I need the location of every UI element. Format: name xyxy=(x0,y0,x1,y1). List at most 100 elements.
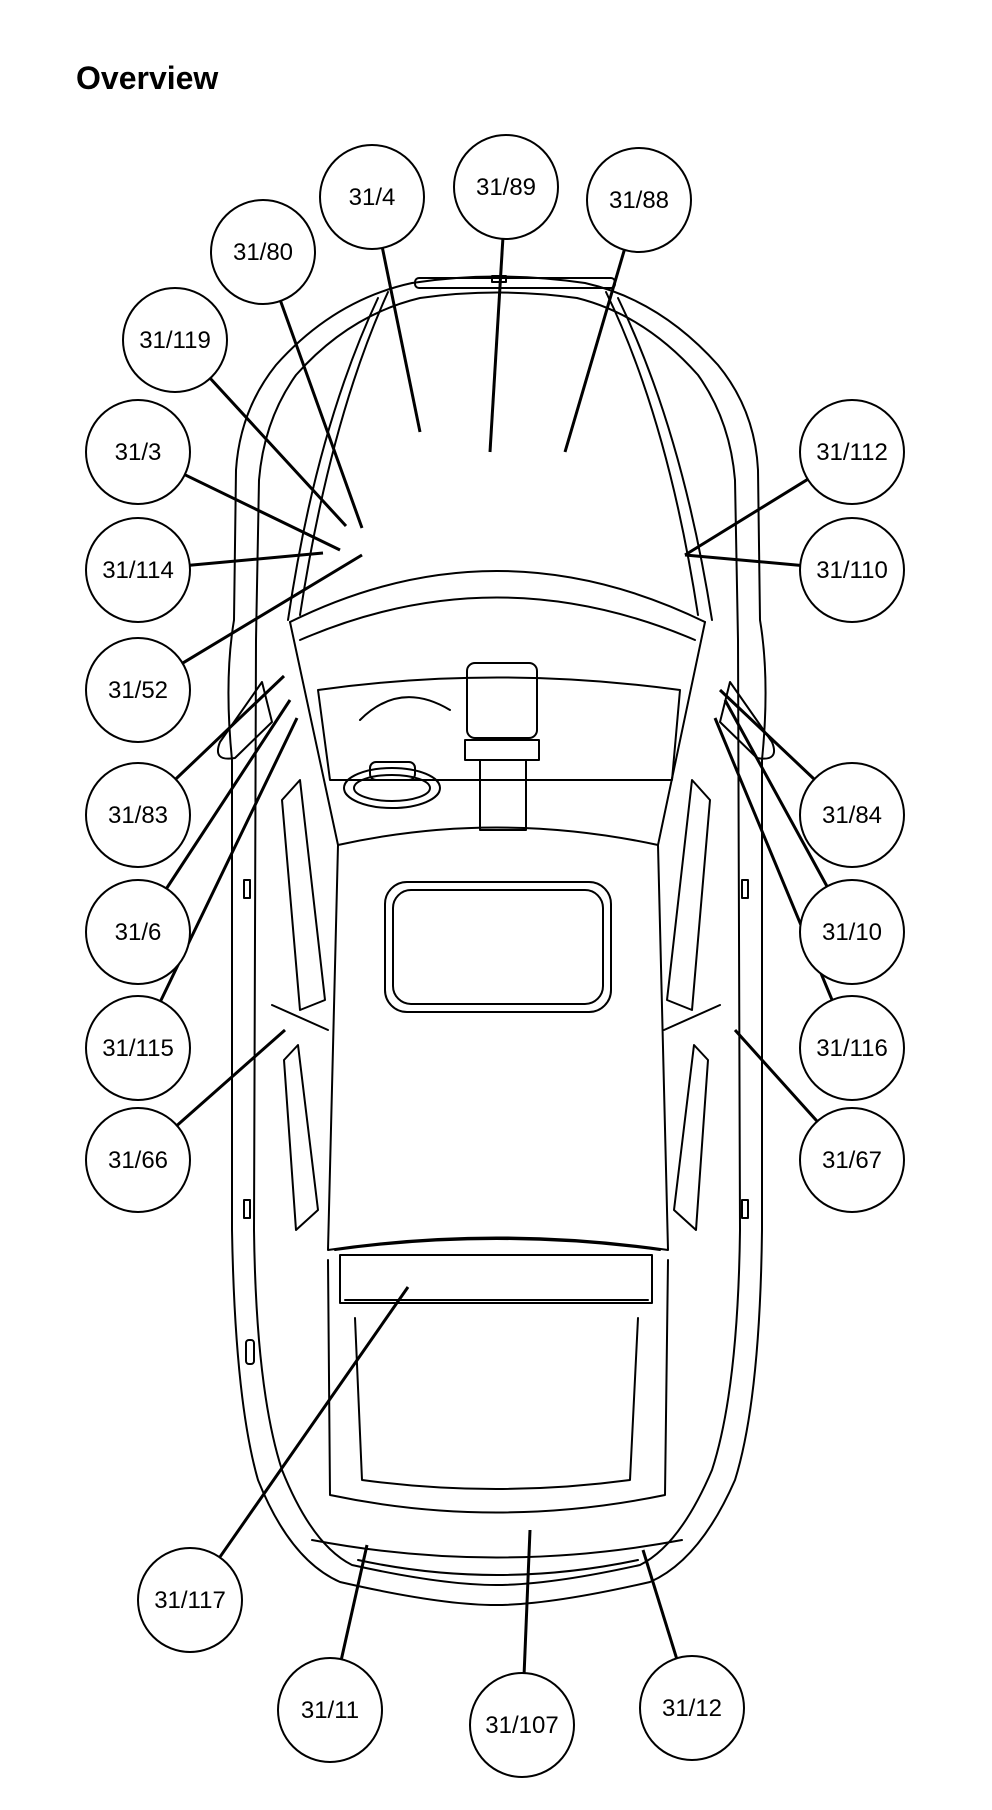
callout-circle xyxy=(137,1547,243,1653)
callout-31-89: 31/89 xyxy=(453,134,559,240)
rear-door-window-left xyxy=(284,1045,318,1230)
front-door-window-right xyxy=(667,780,710,1010)
callout-label: 31/66 xyxy=(108,1147,168,1174)
leader-line-31-89 xyxy=(488,238,505,453)
callout-31-84: 31/84 xyxy=(799,762,905,868)
leader-line-31-11 xyxy=(339,1544,369,1660)
callout-circle xyxy=(85,517,191,623)
leader-line-31-84 xyxy=(718,688,816,781)
callout-label: 31/10 xyxy=(822,919,882,946)
callout-label: 31/11 xyxy=(301,1697,359,1724)
leader-line-31-52 xyxy=(181,553,363,665)
hood-right-edge-2 xyxy=(618,298,712,620)
callout-circle xyxy=(85,995,191,1101)
callout-label: 31/88 xyxy=(609,187,669,214)
leader-line-31-67 xyxy=(733,1028,819,1123)
callout-label: 31/3 xyxy=(115,439,162,466)
door-handle-right-rear xyxy=(742,1200,748,1218)
car-top-view-drawing xyxy=(218,276,774,1605)
callout-label: 31/84 xyxy=(822,802,882,829)
callout-label: 31/119 xyxy=(139,327,211,354)
callout-31-119: 31/119 xyxy=(122,287,228,393)
leader-line-31-66 xyxy=(175,1028,286,1127)
callout-31-3: 31/3 xyxy=(85,399,191,505)
steering-wheel-outer xyxy=(344,768,440,808)
roof-outline xyxy=(328,828,668,1251)
car-body-inner-line xyxy=(254,293,740,1586)
callout-label: 31/12 xyxy=(662,1695,722,1722)
callout-label: 31/6 xyxy=(115,919,162,946)
callout-31-6: 31/6 xyxy=(85,879,191,985)
callout-label: 31/117 xyxy=(154,1587,226,1614)
callout-label: 31/112 xyxy=(816,439,888,466)
leader-line-31-117 xyxy=(218,1286,410,1559)
front-door-window-left xyxy=(282,780,325,1010)
hood-right-edge xyxy=(606,292,698,615)
callout-label: 31/116 xyxy=(816,1035,888,1062)
callout-31-80: 31/80 xyxy=(210,199,316,305)
callout-label: 31/4 xyxy=(349,184,396,211)
leader-line-31-10 xyxy=(723,699,829,888)
callout-circle xyxy=(319,144,425,250)
hood-left-edge xyxy=(300,292,388,615)
callout-label: 31/83 xyxy=(108,802,168,829)
callout-circle xyxy=(799,1107,905,1213)
callout-31-116: 31/116 xyxy=(799,995,905,1101)
callout-circle xyxy=(586,147,692,253)
leader-line-31-4 xyxy=(380,247,422,433)
page-title: Overview xyxy=(76,60,219,96)
callout-circle xyxy=(122,287,228,393)
windshield-top xyxy=(300,598,695,641)
center-console-unit xyxy=(465,740,539,760)
a-pillar-left xyxy=(290,622,338,845)
callout-31-4: 31/4 xyxy=(319,144,425,250)
callout-31-66: 31/66 xyxy=(85,1107,191,1213)
center-console-screen xyxy=(467,663,537,738)
callout-circle xyxy=(639,1655,745,1761)
hood-left-edge-2 xyxy=(288,298,378,620)
callout-circle xyxy=(277,1657,383,1763)
trunk-lid xyxy=(355,1318,638,1489)
steering-wheel-inner xyxy=(354,775,430,801)
callout-circle xyxy=(85,1107,191,1213)
rear-window-top xyxy=(335,1239,660,1250)
leader-line-31-6 xyxy=(165,699,292,890)
callout-label: 31/110 xyxy=(816,557,888,584)
callout-circle xyxy=(453,134,559,240)
sunroof xyxy=(385,882,611,1012)
steering-column xyxy=(370,762,415,780)
center-tunnel xyxy=(480,760,526,830)
rear-door-window-right xyxy=(674,1045,708,1230)
callout-circle xyxy=(799,995,905,1101)
rear-window-frame xyxy=(340,1255,652,1303)
leader-line-31-12 xyxy=(641,1549,679,1659)
callout-circle xyxy=(469,1672,575,1778)
callout-31-12: 31/12 xyxy=(639,1655,745,1761)
callout-31-115: 31/115 xyxy=(85,995,191,1101)
callout-31-83: 31/83 xyxy=(85,762,191,868)
callout-31-11: 31/11 xyxy=(277,1657,383,1763)
callout-31-117: 31/117 xyxy=(137,1547,243,1653)
callout-31-88: 31/88 xyxy=(586,147,692,253)
instrument-binnacle xyxy=(360,697,450,720)
leader-line-31-3 xyxy=(184,473,341,552)
sunroof-glass xyxy=(393,890,603,1004)
leader-line-31-88 xyxy=(563,249,626,453)
callout-31-112: 31/112 xyxy=(799,399,905,505)
leader-line-31-80 xyxy=(279,300,364,529)
leader-line-31-112 xyxy=(684,478,809,557)
callout-leaders xyxy=(159,238,834,1674)
callout-circle xyxy=(85,637,191,743)
callout-31-10: 31/10 xyxy=(799,879,905,985)
callout-label: 31/80 xyxy=(233,239,293,266)
callout-label: 31/107 xyxy=(485,1712,558,1739)
a-pillar-right xyxy=(658,622,705,845)
callout-31-114: 31/114 xyxy=(85,517,191,623)
callout-31-110: 31/110 xyxy=(799,517,905,623)
car-body-outline xyxy=(228,277,765,1606)
leader-line-31-119 xyxy=(209,377,348,528)
door-handle-left-rear xyxy=(244,1200,250,1218)
callout-circle xyxy=(210,199,316,305)
leader-line-31-114 xyxy=(189,551,324,567)
